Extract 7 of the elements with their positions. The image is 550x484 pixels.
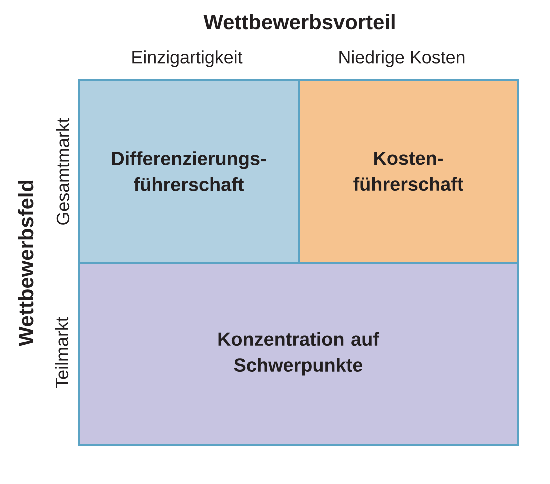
matrix-cell: Kosten- führerschaft xyxy=(298,79,519,264)
matrix-cell: Differenzierungs- führerschaft xyxy=(78,79,300,264)
column-label: Niedrige Kosten xyxy=(340,50,465,68)
row-label: Gesamtmarkt xyxy=(56,118,70,225)
axis-title: Wettbewerbsfeld xyxy=(18,180,34,346)
axis-title: Wettbewerbsvorteil xyxy=(204,14,395,30)
matrix-cell: Konzentration auf Schwerpunkte xyxy=(78,262,519,446)
